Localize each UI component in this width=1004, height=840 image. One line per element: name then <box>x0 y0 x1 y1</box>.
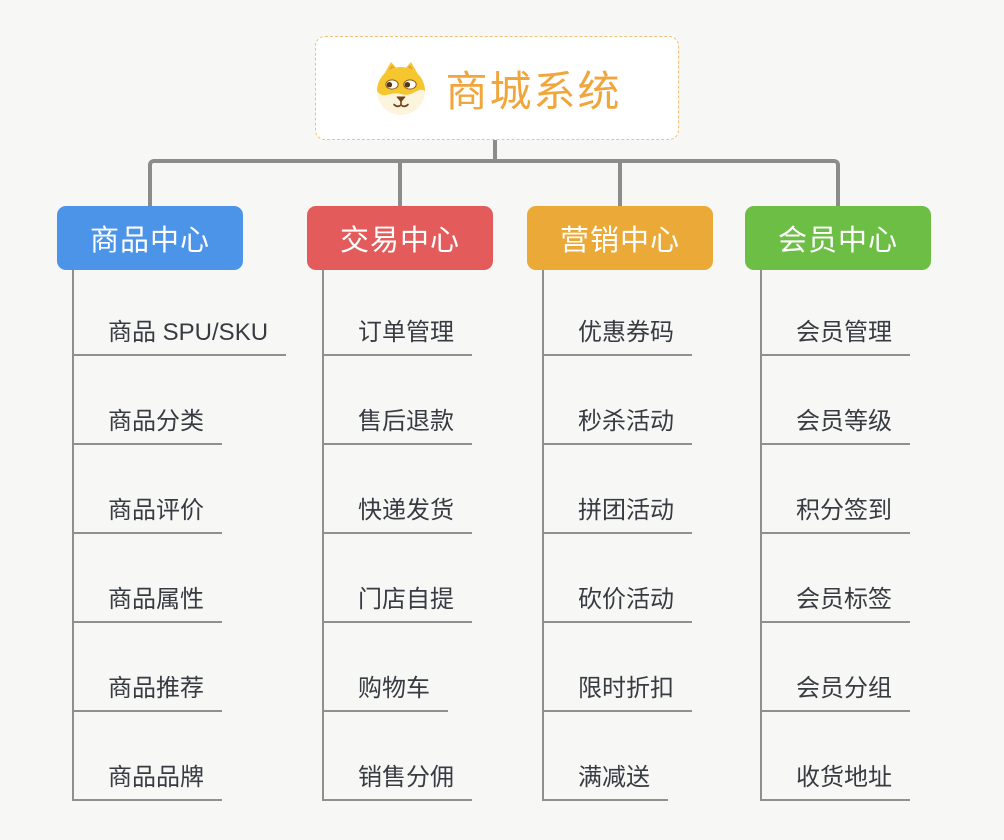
item-label: 秒杀活动 <box>544 401 692 445</box>
item-label: 拼团活动 <box>544 490 692 534</box>
list-item[interactable]: 商品品牌 <box>74 712 286 801</box>
item-label: 订单管理 <box>324 312 472 356</box>
item-label: 门店自提 <box>324 579 472 623</box>
list-item[interactable]: 订单管理 <box>324 270 472 356</box>
item-label: 快递发货 <box>324 490 472 534</box>
item-label: 会员标签 <box>762 579 910 623</box>
list-item[interactable]: 会员等级 <box>762 356 910 445</box>
item-label: 售后退款 <box>324 401 472 445</box>
branch-label: 营销中心 <box>559 225 680 257</box>
doge-face-icon <box>377 62 426 115</box>
list-item[interactable]: 商品 SPU/SKU <box>74 270 287 356</box>
list-item[interactable]: 会员管理 <box>762 270 910 356</box>
item-label: 会员等级 <box>762 401 910 445</box>
branch-label: 商品中心 <box>89 225 210 257</box>
list-item[interactable]: 会员标签 <box>762 534 910 623</box>
list-item[interactable]: 优惠券码 <box>544 270 692 356</box>
item-label: 会员管理 <box>762 312 910 356</box>
list-item[interactable]: 砍价活动 <box>544 534 692 623</box>
item-label: 砍价活动 <box>544 579 692 623</box>
connector-drop-branch-3 <box>618 163 622 206</box>
item-label: 商品 SPU/SKU <box>74 312 287 356</box>
connector-rail <box>148 159 840 206</box>
item-label: 优惠券码 <box>544 312 692 356</box>
list-item[interactable]: 商品推荐 <box>74 623 286 712</box>
list-item[interactable]: 秒杀活动 <box>544 356 692 445</box>
item-label: 商品分类 <box>74 401 222 445</box>
root-title: 商城系统 <box>445 67 622 115</box>
branch-items-member-center: 会员管理 会员等级 积分签到 会员标签 会员分组 收货地址 <box>760 270 910 801</box>
branch-node-member-center[interactable]: 会员中心 <box>745 206 931 270</box>
item-label: 积分签到 <box>762 490 910 534</box>
item-label: 商品属性 <box>74 579 222 623</box>
branch-node-trade-center[interactable]: 交易中心 <box>307 206 493 270</box>
item-label: 购物车 <box>324 668 448 712</box>
item-label: 商品评价 <box>74 490 222 534</box>
list-item[interactable]: 购物车 <box>324 623 472 712</box>
branch-label: 会员中心 <box>777 225 898 257</box>
item-label: 商品品牌 <box>74 757 222 801</box>
branch-items-trade-center: 订单管理 售后退款 快递发货 门店自提 购物车 销售分佣 <box>322 270 472 801</box>
list-item[interactable]: 商品评价 <box>74 445 286 534</box>
list-item[interactable]: 门店自提 <box>324 534 472 623</box>
item-label: 销售分佣 <box>324 757 472 801</box>
list-item[interactable]: 快递发货 <box>324 445 472 534</box>
branch-label: 交易中心 <box>339 225 460 257</box>
item-label: 会员分组 <box>762 668 910 712</box>
branch-node-product-center[interactable]: 商品中心 <box>57 206 243 270</box>
branch-items-product-center: 商品 SPU/SKU 商品分类 商品评价 商品属性 商品推荐 商品品牌 <box>72 270 287 801</box>
list-item[interactable]: 商品分类 <box>74 356 286 445</box>
item-label: 限时折扣 <box>544 668 692 712</box>
list-item[interactable]: 商品属性 <box>74 534 286 623</box>
connector-drop-branch-2 <box>398 163 402 206</box>
list-item[interactable]: 积分签到 <box>762 445 910 534</box>
connector-root-stem <box>493 140 497 159</box>
root-node[interactable]: 商城系统 <box>315 36 679 140</box>
item-label: 商品推荐 <box>74 668 222 712</box>
item-label: 收货地址 <box>762 757 910 801</box>
list-item[interactable]: 售后退款 <box>324 356 472 445</box>
list-item[interactable]: 会员分组 <box>762 623 910 712</box>
list-item[interactable]: 满减送 <box>544 712 692 801</box>
item-label: 满减送 <box>544 757 668 801</box>
list-item[interactable]: 收货地址 <box>762 712 910 801</box>
branch-node-marketing-center[interactable]: 营销中心 <box>527 206 713 270</box>
branch-items-marketing-center: 优惠券码 秒杀活动 拼团活动 砍价活动 限时折扣 满减送 <box>542 270 692 801</box>
list-item[interactable]: 拼团活动 <box>544 445 692 534</box>
list-item[interactable]: 限时折扣 <box>544 623 692 712</box>
list-item[interactable]: 销售分佣 <box>324 712 472 801</box>
